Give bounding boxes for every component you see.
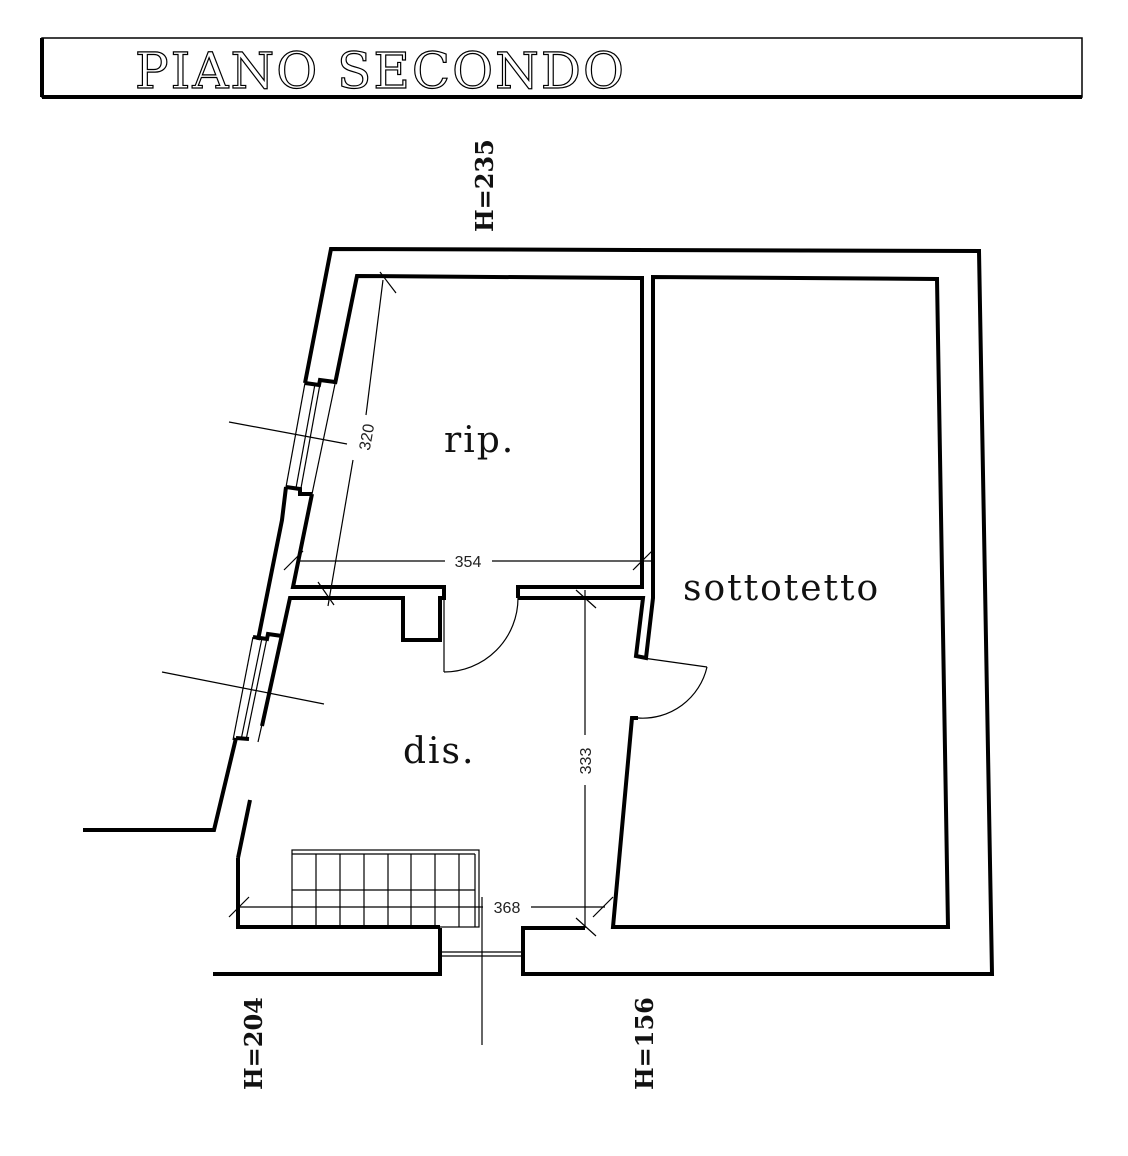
dimension-rip-width: 354 [455, 554, 482, 571]
rip-room-walls [236, 273, 951, 929]
dimension-dis-depth: 333 [578, 748, 595, 775]
outer-walls [83, 246, 995, 976]
plan-title: PIANO SECONDO [135, 42, 626, 100]
height-label-top: H=235 [470, 139, 499, 232]
stairs [291, 849, 523, 1045]
height-label-bottom-right: H=156 [630, 997, 659, 1090]
title-block: PIANO SECONDO [40, 37, 1083, 101]
dimension-dis-width: 368 [494, 900, 521, 917]
room-label-rip: rip. [444, 420, 515, 461]
room-label-sottotetto: sottotetto [683, 568, 880, 609]
height-label-bottom-left: H=204 [239, 997, 268, 1090]
room-label-dis: dis. [403, 731, 475, 772]
windows [161, 382, 348, 743]
dimension-rip-depth: 320 [357, 423, 378, 452]
doors [443, 597, 708, 719]
dimension-lines [228, 271, 653, 937]
